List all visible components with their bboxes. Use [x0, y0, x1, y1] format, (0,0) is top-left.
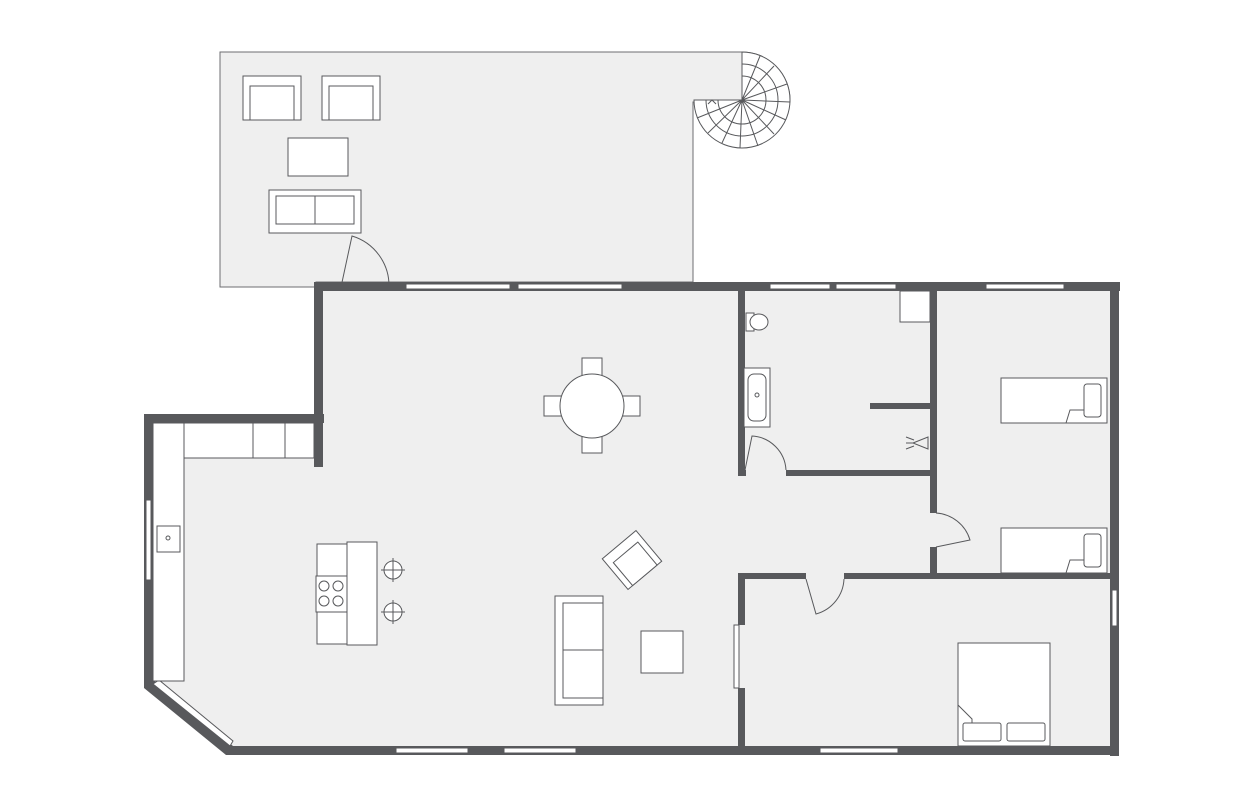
- spiral-staircase: [693, 51, 791, 149]
- kitchen-island: [315, 541, 378, 646]
- dining-table: [559, 373, 625, 439]
- coffee-table: [640, 630, 684, 674]
- sofa: [554, 595, 604, 706]
- windows: [145, 283, 1118, 754]
- toilet: [745, 312, 769, 332]
- walls: [144, 282, 1120, 756]
- terrace-armchair-right: [321, 75, 381, 121]
- interior-floor: [150, 286, 1114, 751]
- kitchen-counter-top: [183, 422, 315, 459]
- bar-stool-2: [381, 600, 405, 624]
- terrace-sofa: [268, 189, 362, 234]
- closet: [899, 290, 931, 323]
- double-bed: [957, 642, 1051, 747]
- twin-bed-top: [1000, 377, 1108, 424]
- terrace-coffee-table: [287, 137, 349, 177]
- doors: [323, 235, 971, 615]
- kitchen-counter-left: [152, 422, 185, 682]
- terrace-armchair-left: [242, 75, 302, 121]
- twin-bed-bottom: [1000, 527, 1108, 574]
- armchair: [601, 529, 663, 591]
- shower: [905, 436, 929, 450]
- bathtub: [743, 367, 771, 428]
- bar-stool-1: [381, 558, 405, 582]
